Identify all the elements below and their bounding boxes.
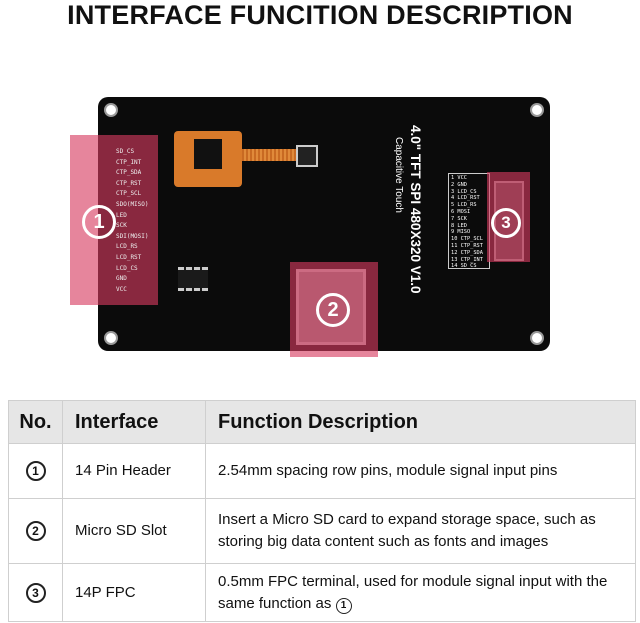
row-interface: 14 Pin Header xyxy=(62,443,206,499)
fpc-pin-table: 1 VCC 2 GND 3 LCD_CS 4 LCD_RST 5 LCD_RS … xyxy=(448,173,490,269)
model-text: 4.0" TFT SPI 480X320 V1.0 xyxy=(408,125,423,294)
circled-number: 2 xyxy=(25,521,46,541)
fpc-pin: 12 CTP_SDA xyxy=(451,249,483,256)
pin-label: SCK xyxy=(116,222,127,230)
pin-label: LCD_RS xyxy=(116,243,138,251)
touch-connector xyxy=(296,145,318,167)
pin-label: GND xyxy=(116,275,127,283)
fpc-pin: 10 CTP_SCL xyxy=(451,236,483,243)
row-no: 1 xyxy=(8,443,63,499)
fpc-pin: 5 LCD_RS xyxy=(451,202,477,209)
header-pin-labels: SD_CS CTP_INT CTP_SDA CTP_RST CTP_SCL SD… xyxy=(116,147,149,295)
highlight-fpc: 3 xyxy=(487,172,530,262)
pin-label: CTP_SCL xyxy=(116,190,142,198)
pin-label: CTP_SDA xyxy=(116,169,142,177)
pin-label: LCD_CS xyxy=(116,264,138,272)
fpc-pin: 6 MOSI xyxy=(451,208,471,215)
pin-label: LED xyxy=(116,211,127,219)
table-header: No. Interface Function Description xyxy=(8,400,636,444)
mount-hole xyxy=(530,103,544,117)
circled-reference: 1 xyxy=(335,597,352,614)
fpc-pin: 13 CTP_INT xyxy=(451,256,483,263)
touch-controller-chip xyxy=(194,139,222,169)
header-interface: Interface xyxy=(62,400,206,444)
pin-label: CTP_RST xyxy=(116,179,142,187)
pin-label: CTP_INT xyxy=(116,158,142,166)
fpc-pin: 8 LED xyxy=(451,222,467,229)
capacitive-touch-text: Capacitive Touch xyxy=(393,137,404,213)
header-function: Function Description xyxy=(205,400,636,444)
fpc-pin: 3 LCD_CS xyxy=(451,188,477,195)
fpc-pin: 4 LCD_RST xyxy=(451,195,480,202)
highlight-pin-header: 1 xyxy=(70,135,158,305)
fpc-pin: 9 MISO xyxy=(451,229,471,236)
circled-number: 1 xyxy=(25,461,46,481)
table-row: 1 14 Pin Header 2.54mm spacing row pins,… xyxy=(8,443,636,499)
marker-1: 1 xyxy=(82,205,116,239)
fpc-pin: 7 SCK xyxy=(451,215,467,222)
row-no: 3 xyxy=(8,563,63,622)
mount-hole xyxy=(104,331,118,345)
interface-table: No. Interface Function Description 1 14 … xyxy=(8,400,636,622)
fpc-pin: 2 GND xyxy=(451,181,467,188)
pin-label: SDI(MOSI) xyxy=(116,232,149,240)
row-interface: 14P FPC xyxy=(62,563,206,622)
fpc-pin: 11 CTP_RST xyxy=(451,242,483,249)
table-row: 2 Micro SD Slot Insert a Micro SD card t… xyxy=(8,498,636,564)
fpc-pin: 1 VCC xyxy=(451,175,467,181)
ic-chip xyxy=(178,267,208,291)
mount-hole xyxy=(530,331,544,345)
row-description: 0.5mm FPC terminal, used for module sign… xyxy=(205,563,636,622)
circled-number: 3 xyxy=(25,582,46,603)
pin-label: LCD_RST xyxy=(116,253,142,261)
marker-3: 3 xyxy=(491,208,521,238)
row-description: 2.54mm spacing row pins, module signal i… xyxy=(205,443,636,499)
pin-label: SDO(MISO) xyxy=(116,200,149,208)
description-text: 0.5mm FPC terminal, used for module sign… xyxy=(218,572,608,612)
fpc-pin: 14 SD_CS xyxy=(451,263,477,270)
row-interface: Micro SD Slot xyxy=(62,498,206,564)
marker-2: 2 xyxy=(316,293,350,327)
pin-label: VCC xyxy=(116,285,127,293)
flex-ribbon xyxy=(242,149,298,161)
pin-label: SD_CS xyxy=(116,148,135,155)
header-no: No. xyxy=(8,400,63,444)
page-title: INTERFACE FUNCITION DESCRIPTION xyxy=(67,0,573,30)
table-row: 3 14P FPC 0.5mm FPC terminal, used for m… xyxy=(8,563,636,622)
highlight-sd-slot: 2 xyxy=(290,262,378,357)
row-description: Insert a Micro SD card to expand storage… xyxy=(205,498,636,564)
row-no: 2 xyxy=(8,498,63,564)
mount-hole xyxy=(104,103,118,117)
